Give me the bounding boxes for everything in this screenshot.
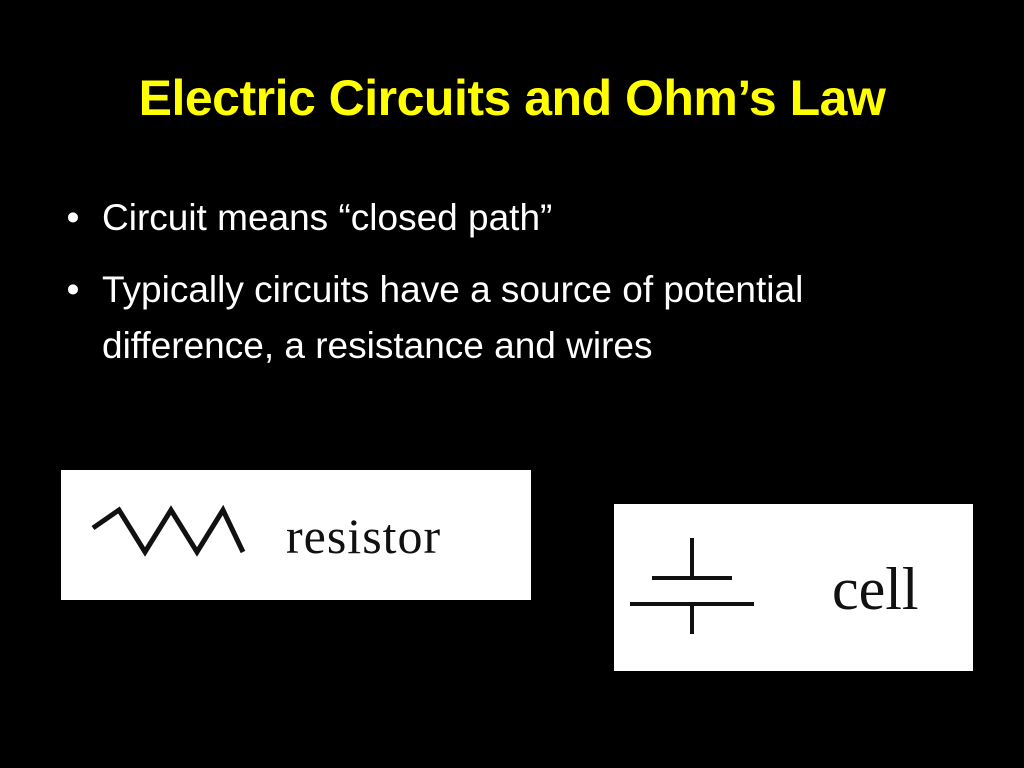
resistor-symbol-panel: resistor [61,470,531,600]
bullet-list: • Circuit means “closed path” • Typicall… [58,190,958,390]
resistor-label: resistor [286,508,442,564]
cell-label: cell [832,556,919,622]
cell-symbol-panel: cell [614,504,973,671]
slide-title: Electric Circuits and Ohm’s Law [138,70,886,126]
resistor-zigzag-icon [91,504,246,557]
bullet-dot-icon: • [66,269,80,310]
bullet-item: • Circuit means “closed path” [58,190,922,246]
bullet-dot-icon: • [66,197,80,238]
bullet-text: Circuit means “closed path” [102,197,553,238]
cell-battery-icon [630,538,754,634]
bullet-item: • Typically circuits have a source of po… [58,262,922,374]
bullet-text: Typically circuits have a source of pote… [102,269,804,366]
